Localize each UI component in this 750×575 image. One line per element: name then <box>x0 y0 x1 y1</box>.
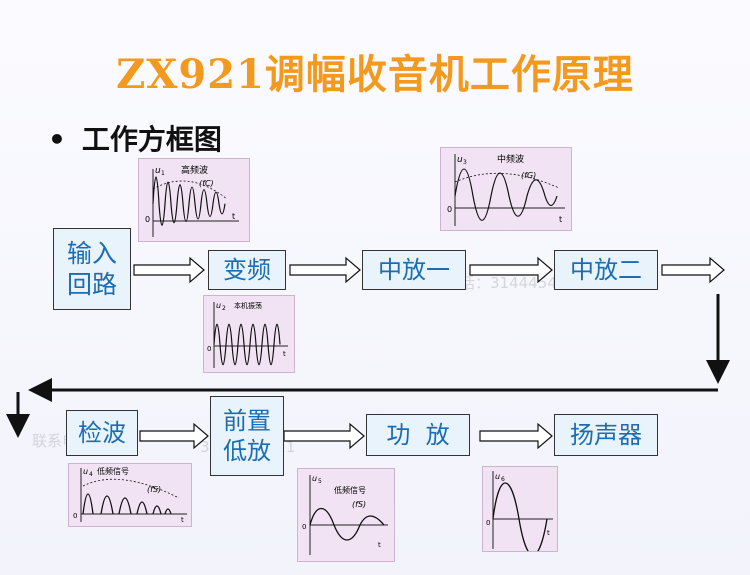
wave-u2-var: u <box>216 301 221 310</box>
wave-u3-trace <box>454 168 558 221</box>
block-power-amp: 功 放 <box>366 414 470 456</box>
block-input-circuit: 输入回路 <box>53 228 131 310</box>
wave-u3-var: u <box>457 155 463 165</box>
wave-u2-label: 本机振荡 <box>234 301 262 310</box>
wave-u1-panel: u 1 高频波 (fC) 0 t <box>138 158 250 242</box>
page-title: ZX921调幅收音机工作原理 <box>116 51 634 98</box>
wave-u1-trace <box>152 176 226 226</box>
wave-u1-label: 高频波 <box>181 164 208 176</box>
wave-u3-label: 中频波 <box>497 153 524 165</box>
wave-u5-var: u <box>312 474 317 483</box>
wave-u6-axis-t: t <box>547 529 550 537</box>
wave-u5-origin: 0 <box>302 523 306 531</box>
wave-u6-sub: 6 <box>501 476 505 483</box>
block-preamp: 前置低放 <box>210 396 284 476</box>
wave-u4-sub: 4 <box>89 471 93 478</box>
wave-u4-panel: u 4 低频信号 (fS) 0 t <box>68 463 192 527</box>
section-heading-text: 工作方框图 <box>81 123 222 156</box>
wave-u6-chart: u 6 0 t <box>486 471 553 551</box>
wave-u4-envelope <box>82 478 180 499</box>
wave-u1-var: u <box>155 166 161 176</box>
wave-u1-envelope <box>152 180 228 200</box>
wave-u3-panel: u 3 中频波 (fG) 0 t <box>440 147 572 231</box>
arrow-mixer-to-if1 <box>289 256 361 284</box>
wave-u1-origin: 0 <box>145 215 150 224</box>
wave-u2-sub: 2 <box>222 305 226 312</box>
wave-u4-label: 低频信号 <box>97 466 129 476</box>
block-speaker: 扬声器 <box>554 414 658 456</box>
wave-u4-freq: (fS) <box>147 485 161 494</box>
wave-u1-freq: (fC) <box>199 179 214 188</box>
wave-u6-origin: 0 <box>486 519 490 527</box>
arrow-if1-to-if2 <box>469 256 553 284</box>
arrow-if2-out <box>661 256 725 284</box>
wave-u5-freq: (fS) <box>352 500 366 509</box>
block-input-line1: 输入 <box>66 238 117 268</box>
wave-u6-trace <box>492 482 548 551</box>
wave-u5-label: 低频信号 <box>334 485 366 495</box>
wave-u5-panel: u 5 低频信号 (fS) 0 t <box>297 468 395 562</box>
wave-u1-axis-t: t <box>232 212 235 221</box>
arrow-power-to-speaker <box>479 422 553 450</box>
wave-u3-chart: u 3 中频波 (fG) 0 t <box>447 153 565 226</box>
block-preamp-line1: 前置 <box>223 407 271 435</box>
wave-u2-trace <box>213 323 281 366</box>
wave-u3-sub: 3 <box>463 159 467 166</box>
arrow-detector-to-preamp <box>139 422 209 450</box>
wave-u2-axis-t: t <box>283 350 286 358</box>
block-input-line2: 回路 <box>66 270 117 299</box>
wave-u5-axis-t: t <box>378 541 381 549</box>
wave-u2-panel: u 2 本机振荡 0 t <box>203 295 295 373</box>
wave-u6-var: u <box>495 472 500 481</box>
arrow-input-to-mixer <box>133 256 205 284</box>
section-heading: •工作方框图 <box>48 123 222 156</box>
arrow-preamp-to-power <box>283 422 365 450</box>
block-mixer: 变频 <box>208 250 286 290</box>
wave-u1-chart: u 1 高频波 (fC) 0 t <box>145 164 239 237</box>
wave-u3-axis-t: t <box>559 215 562 224</box>
wave-u2-chart: u 2 本机振荡 0 t <box>207 301 288 368</box>
block-preamp-line2: 低放 <box>223 437 271 465</box>
wave-u5-trace <box>309 507 385 541</box>
block-if-amp-1: 中放一 <box>362 250 466 290</box>
wave-u6-panel: u 6 0 t <box>482 466 558 552</box>
wave-u3-origin: 0 <box>447 205 452 214</box>
block-if-amp-2: 中放二 <box>554 250 658 290</box>
wave-u1-sub: 1 <box>161 170 165 177</box>
wave-u5-sub: 5 <box>318 478 322 485</box>
wave-u5-chart: u 5 低频信号 (fS) 0 t <box>302 474 388 555</box>
wave-u4-trace <box>82 493 172 515</box>
wave-u4-chart: u 4 低频信号 (fS) 0 t <box>73 466 187 524</box>
wave-u4-axis-t: t <box>181 516 184 524</box>
wave-u3-freq: (fG) <box>521 171 536 180</box>
block-detector: 检波 <box>66 410 138 456</box>
wave-u2-origin: 0 <box>207 345 211 353</box>
wave-u4-origin: 0 <box>73 512 77 520</box>
wave-u4-var: u <box>83 467 88 476</box>
